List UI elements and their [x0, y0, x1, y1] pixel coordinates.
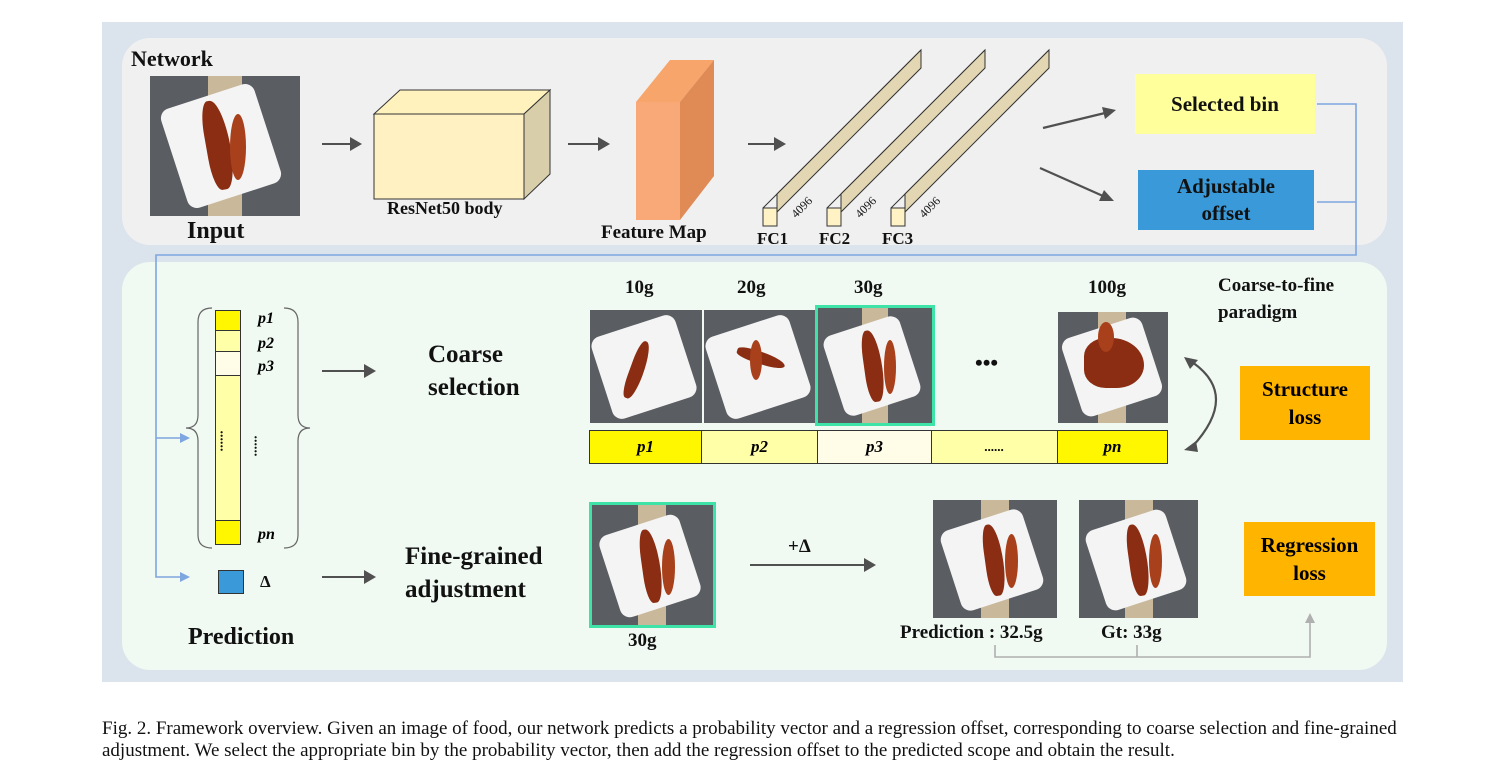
image-ground-truth: [1079, 500, 1198, 618]
regression-loss-label: Regression loss: [1260, 533, 1359, 585]
image-100g: [1058, 312, 1168, 423]
pn-label: pn: [258, 526, 275, 543]
side-dots: ......: [250, 435, 266, 457]
bin-pn: pn: [1057, 430, 1168, 464]
coarse-ellipsis: •••: [975, 350, 999, 375]
bin-dots: ......: [931, 430, 1058, 464]
image-30g-selected: [815, 305, 935, 426]
fc2-label: FC2: [819, 229, 851, 248]
selected-bin-label: Selected bin: [1171, 91, 1279, 116]
input-image: [150, 76, 300, 216]
prediction-value-label: Prediction : 32.5g: [900, 622, 1043, 643]
arrow-plus-delta: [750, 558, 876, 572]
coarse-to-fine-label: Coarse-to-fine paradigm: [1218, 275, 1335, 323]
arrow-to-fine: [322, 570, 376, 584]
regression-loss-box: Regression loss: [1244, 522, 1375, 596]
figure-caption: Fig. 2. Framework overview. Given an ima…: [102, 718, 1397, 761]
arrow-input-to-resnet: [322, 137, 362, 151]
arrow-to-coarse: [322, 364, 376, 378]
delta-box: [218, 570, 244, 594]
fine-title: Fine-grained adjustment: [405, 543, 543, 603]
prob-vector-middle: [215, 376, 241, 521]
weight-20g: 20g: [737, 277, 766, 298]
selected-30g-label: 30g: [628, 630, 657, 651]
prob-vector-p3: [215, 352, 241, 376]
weight-100g: 100g: [1088, 277, 1126, 298]
resnet-label: ResNet50 body: [387, 198, 503, 218]
image-10g: [590, 310, 702, 423]
p3-label: p3: [258, 358, 274, 375]
bin-p3: p3: [817, 430, 932, 464]
input-label: Input: [187, 218, 245, 244]
p1-label: p1: [258, 310, 274, 327]
image-selected-30g: [589, 502, 716, 628]
prob-vector-pn: [215, 521, 241, 545]
p2-label: p2: [258, 335, 274, 352]
adjustable-offset-box: Adjustable offset: [1138, 170, 1314, 230]
vector-dots: ......: [216, 430, 232, 452]
prediction-title: Prediction: [188, 624, 295, 650]
plus-delta-label: +Δ: [788, 536, 811, 557]
structure-loss-label: Structure loss: [1262, 377, 1348, 429]
bin-p2: p2: [701, 430, 818, 464]
feature-map-label: Feature Map: [601, 222, 707, 243]
network-title: Network: [131, 46, 213, 71]
resnet-block: [372, 88, 552, 201]
weight-30g: 30g: [854, 277, 883, 298]
gt-value-label: Gt: 33g: [1101, 622, 1162, 643]
fc-layers: [762, 48, 1050, 227]
structure-loss-box: Structure loss: [1240, 366, 1370, 440]
prob-vector-p2: [215, 331, 241, 352]
image-prediction: [933, 500, 1057, 618]
prob-vector-p1: [215, 310, 241, 331]
feature-map-block: [636, 60, 714, 220]
arrow-feature-to-fc: [748, 137, 786, 151]
fc3-label: FC3: [882, 229, 914, 248]
image-20g: [704, 310, 816, 423]
delta-label: Δ: [260, 572, 271, 591]
fc1-label: FC1: [757, 229, 789, 248]
weight-10g: 10g: [625, 277, 654, 298]
selected-bin-box: Selected bin: [1135, 74, 1315, 134]
adjustable-offset-label: Adjustable offset: [1176, 174, 1276, 225]
arrow-resnet-to-feature: [568, 137, 610, 151]
coarse-title: Coarse selection: [428, 341, 520, 401]
bin-p1: p1: [589, 430, 702, 464]
